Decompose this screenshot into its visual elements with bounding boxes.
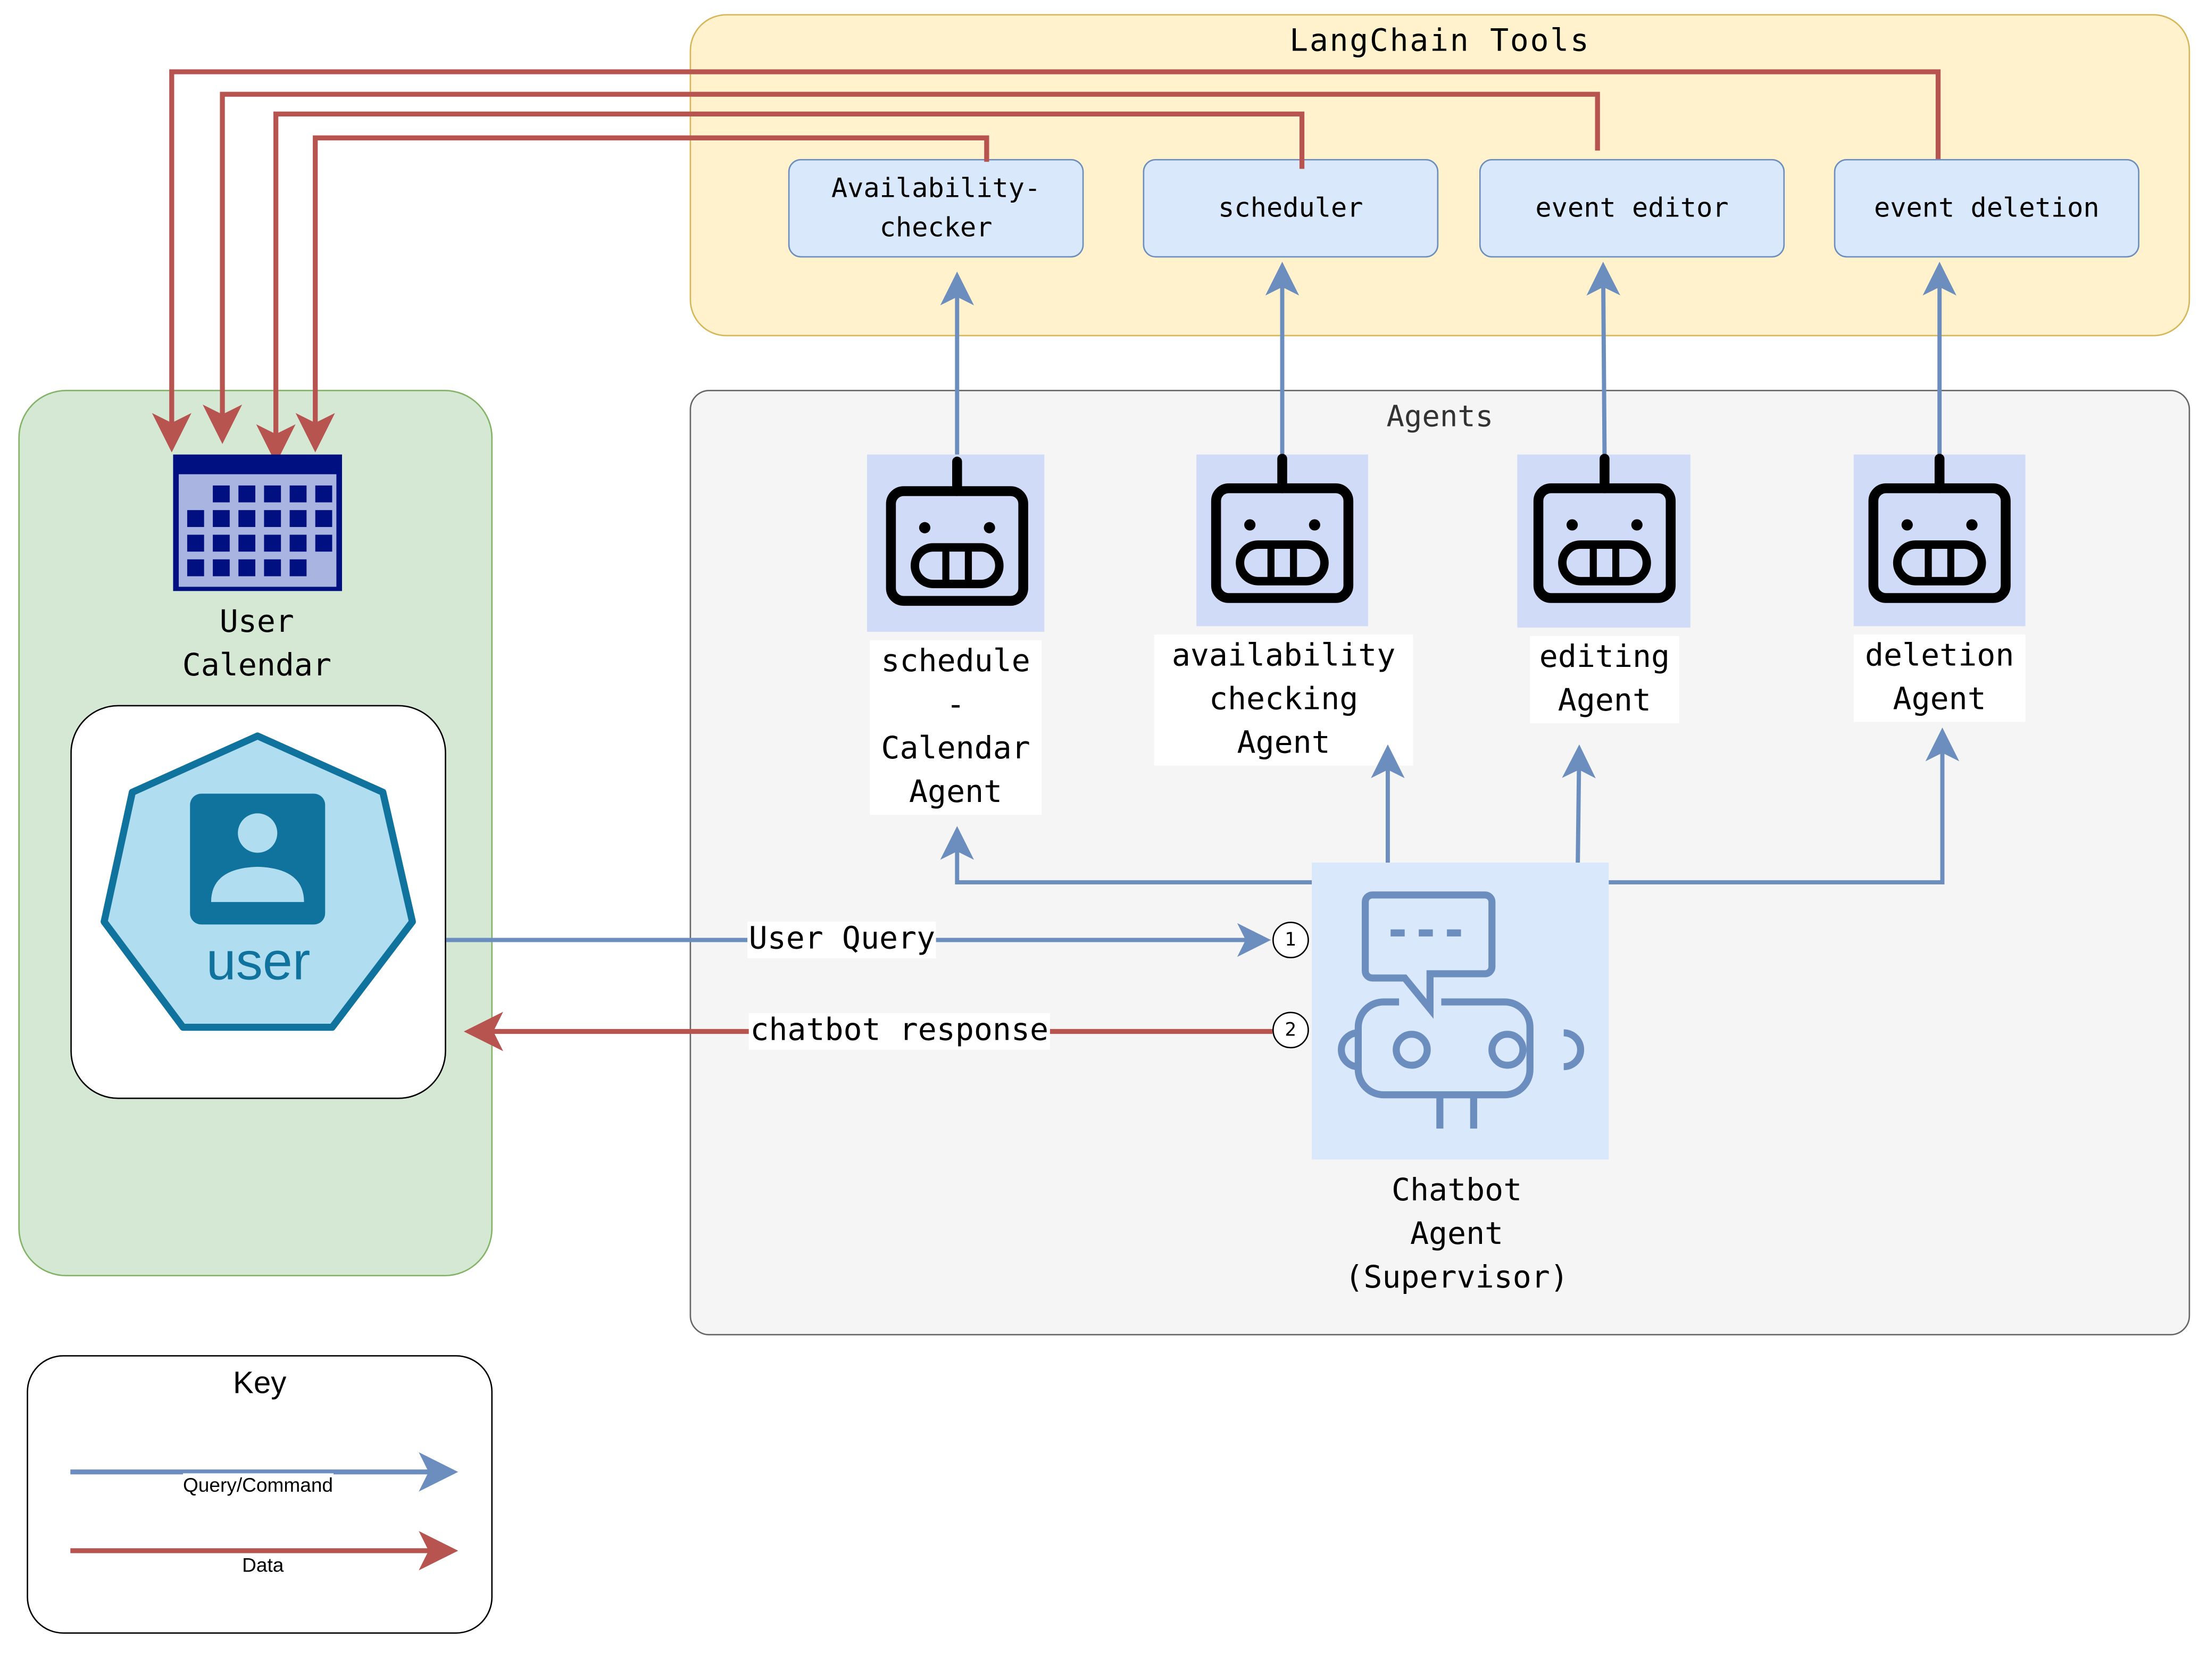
calendar-cell <box>187 510 204 527</box>
agent-label-schedule-calendar: schedule - Calendar Agent <box>870 640 1042 815</box>
agents-title: Agents <box>1386 399 1494 433</box>
tool-event-editor[interactable]: event editor <box>1479 158 1785 258</box>
edge-supervisor-to-editing-agent <box>1562 744 1596 863</box>
data-edge-event-deletion <box>152 69 1941 453</box>
supervisor-label: Chatbot Agent (Supervisor) <box>1345 1173 1569 1296</box>
calendar-cell <box>289 485 307 503</box>
tool-availability-checker[interactable]: Availability- checker <box>788 158 1084 258</box>
calendar-cell <box>264 559 281 576</box>
agent-label-deletion: deletion Agent <box>1853 634 2026 722</box>
calendar-cell <box>315 485 332 503</box>
user-icon <box>101 732 416 1031</box>
calendar-cell <box>238 559 255 576</box>
calendar-cell <box>289 510 307 527</box>
edge-label-chatbot-response: chatbot response <box>748 1013 1050 1050</box>
data-edges-tools-to-calendar <box>152 69 1941 464</box>
query-edges-agents-to-tools <box>940 262 1956 455</box>
calendar-cell <box>213 559 230 576</box>
step-badge-1: 1 <box>1272 922 1309 958</box>
robot-face-icon <box>1868 454 2011 603</box>
tool-scheduler[interactable]: scheduler <box>1143 158 1439 258</box>
chatbot-icon <box>1338 891 1585 1129</box>
calendar-cell <box>315 534 332 552</box>
calendar-cell <box>213 534 230 552</box>
edge-supervisor-to-deletion-agent <box>1609 727 1960 885</box>
robot-face-icon <box>1211 454 1354 603</box>
data-edge-event-editor <box>203 91 1600 444</box>
calendar-cell <box>213 485 230 503</box>
edge-label-user-query: User Query <box>747 922 937 958</box>
calendar-cell <box>264 534 281 552</box>
calendar-cell <box>264 485 281 503</box>
calendar-cell <box>315 510 332 527</box>
agent-label-availability-checking: availability checking Agent <box>1154 634 1413 766</box>
data-edge-availability-checker <box>295 135 989 453</box>
edge-supervisor-to-schedule-agent <box>940 826 1312 885</box>
tool-event-deletion[interactable]: event deletion <box>1834 158 2139 258</box>
step-badge-2: 2 <box>1272 1012 1309 1049</box>
calendar-cell <box>238 485 255 503</box>
calendar-cell <box>289 559 307 576</box>
data-edge-scheduler <box>256 111 1305 464</box>
calendar-cell <box>238 534 255 552</box>
key-title: Key <box>232 1365 287 1400</box>
legend-label-data: Data <box>242 1553 284 1576</box>
query-edges-supervisor-to-agents <box>940 727 1960 885</box>
calendar-cell <box>213 510 230 527</box>
calendar-cell <box>264 510 281 527</box>
calendar-cell <box>187 534 204 552</box>
calendar-icon <box>173 454 342 591</box>
user-calendar-label: User Calendar <box>182 605 332 684</box>
edge-editing-agent-to-event-editor <box>1586 262 1620 455</box>
langchain-tools-title: LangChain Tools <box>1289 23 1590 60</box>
user-icon-text: user <box>206 933 311 992</box>
legend-label-query-command: Query/Command <box>182 1473 334 1496</box>
robot-face-icon <box>1533 454 1676 603</box>
agent-label-editing: editing Agent <box>1530 636 1679 724</box>
robot-face-icon <box>886 456 1028 606</box>
calendar-cell <box>187 559 204 576</box>
calendar-cell <box>289 534 307 552</box>
calendar-cell <box>238 510 255 527</box>
